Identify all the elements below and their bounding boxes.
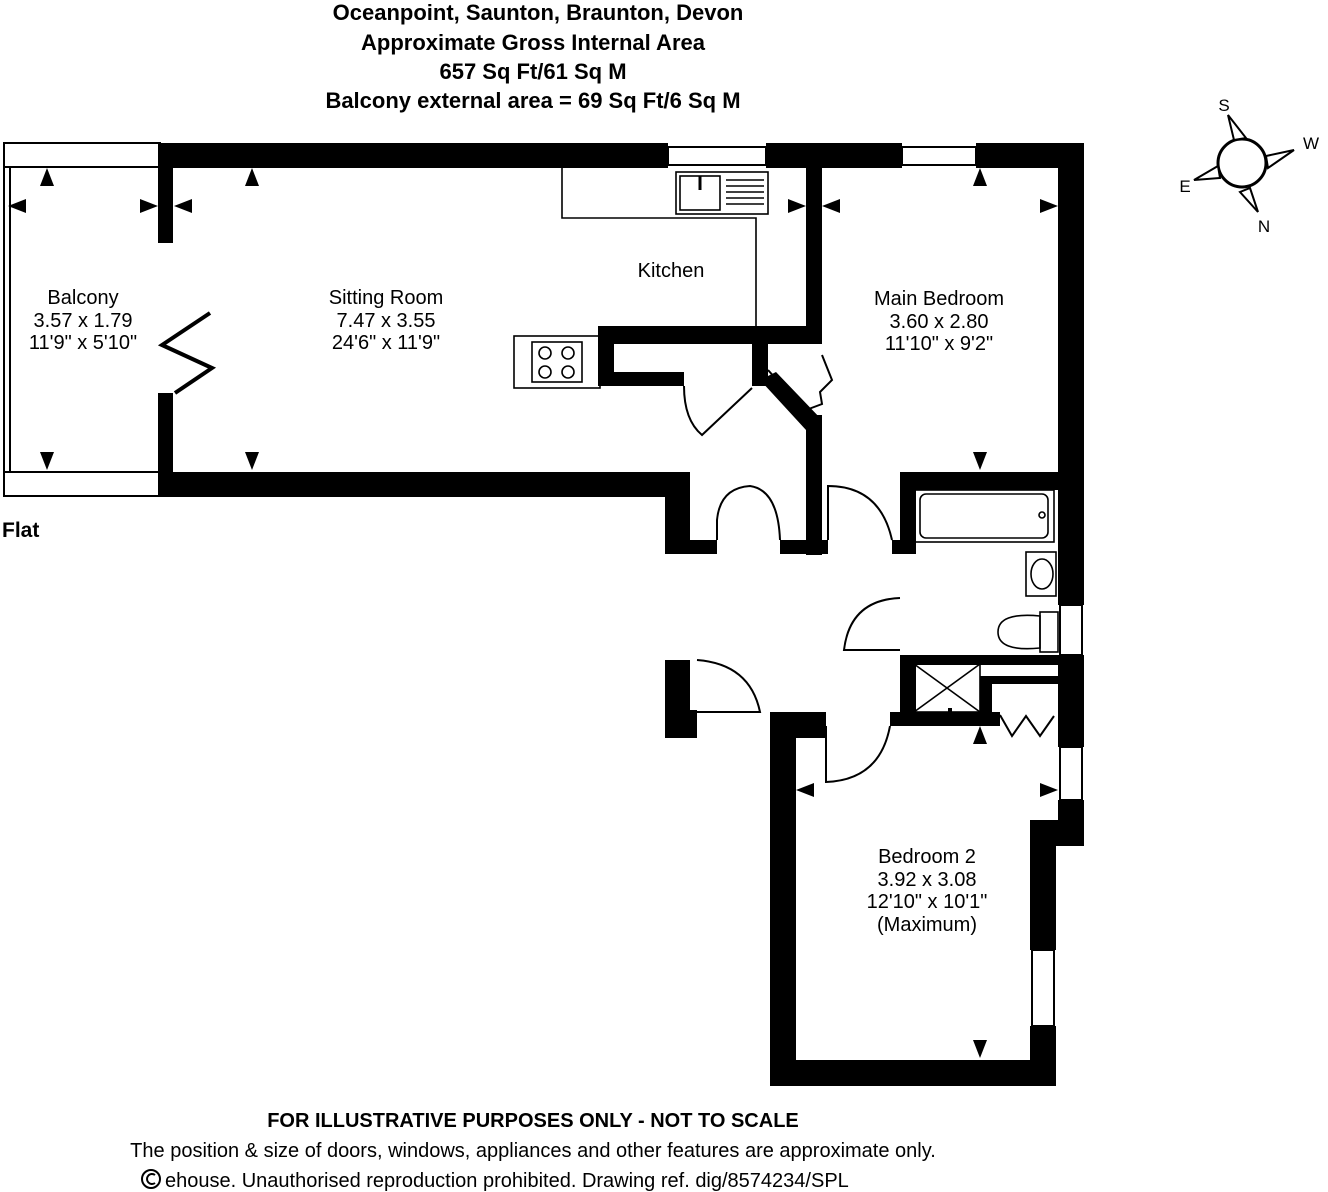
compass-icon [1193, 114, 1295, 213]
property-title: Oceanpoint, Saunton, Braunton, Devon [333, 0, 744, 25]
window [901, 146, 977, 166]
compass-north-label: N [1258, 217, 1270, 236]
main-bedroom-metric: 3.60 x 2.80 [890, 311, 989, 333]
balcony-imperial: 11'9" x 5'10" [29, 332, 137, 354]
copyright-text: ehouse. Unauthorised reproduction prohib… [165, 1170, 849, 1192]
toilet-icon [1039, 611, 1059, 653]
compass-east-label: E [1179, 177, 1190, 196]
hob-icon [513, 335, 601, 389]
dimension-arrows [8, 168, 1058, 1058]
window [667, 146, 767, 166]
area-heading: Approximate Gross Internal Area [361, 30, 706, 55]
kitchen-name: Kitchen [638, 260, 705, 282]
bathroom-fittings [913, 489, 1059, 713]
sitting-room-imperial: 24'6" x 11'9" [332, 332, 440, 354]
floor-label: Flat [2, 519, 39, 542]
balcony-name: Balcony [47, 287, 118, 309]
main-bedroom-name: Main Bedroom [874, 288, 1004, 310]
balcony-outline [3, 142, 161, 497]
bath-icon [913, 489, 1055, 543]
kitchen-units [513, 168, 769, 389]
bedroom2-metric: 3.92 x 3.08 [878, 869, 977, 891]
window [1059, 604, 1083, 656]
internal-area: 657 Sq Ft/61 Sq M [439, 59, 626, 84]
copyright-icon [141, 1169, 161, 1189]
balcony-door [157, 311, 217, 395]
sink-icon [675, 171, 769, 215]
bedroom2-name: Bedroom 2 [878, 846, 976, 868]
balcony-area: Balcony external area = 69 Sq Ft/6 Sq M [325, 88, 740, 113]
sitting-room-metric: 7.47 x 3.55 [337, 310, 436, 332]
balcony-metric: 3.57 x 1.79 [34, 310, 133, 332]
approx-note: The position & size of doors, windows, a… [130, 1140, 936, 1162]
windows [667, 146, 1083, 1027]
bedroom2-note: (Maximum) [877, 914, 977, 936]
window [1059, 746, 1083, 801]
sitting-room-name: Sitting Room [329, 287, 444, 309]
window [1031, 949, 1055, 1027]
main-bedroom-imperial: 11'10" x 9'2" [885, 333, 993, 355]
walls [158, 143, 1084, 1086]
basin-icon [1025, 551, 1057, 597]
disclaimer: FOR ILLUSTRATIVE PURPOSES ONLY - NOT TO … [267, 1110, 799, 1132]
shower-icon [913, 663, 981, 713]
door-swings [683, 354, 1055, 784]
compass-west-label: W [1303, 134, 1319, 153]
bedroom2-imperial: 12'10" x 10'1" [867, 891, 988, 913]
compass-south-label: S [1218, 96, 1229, 115]
